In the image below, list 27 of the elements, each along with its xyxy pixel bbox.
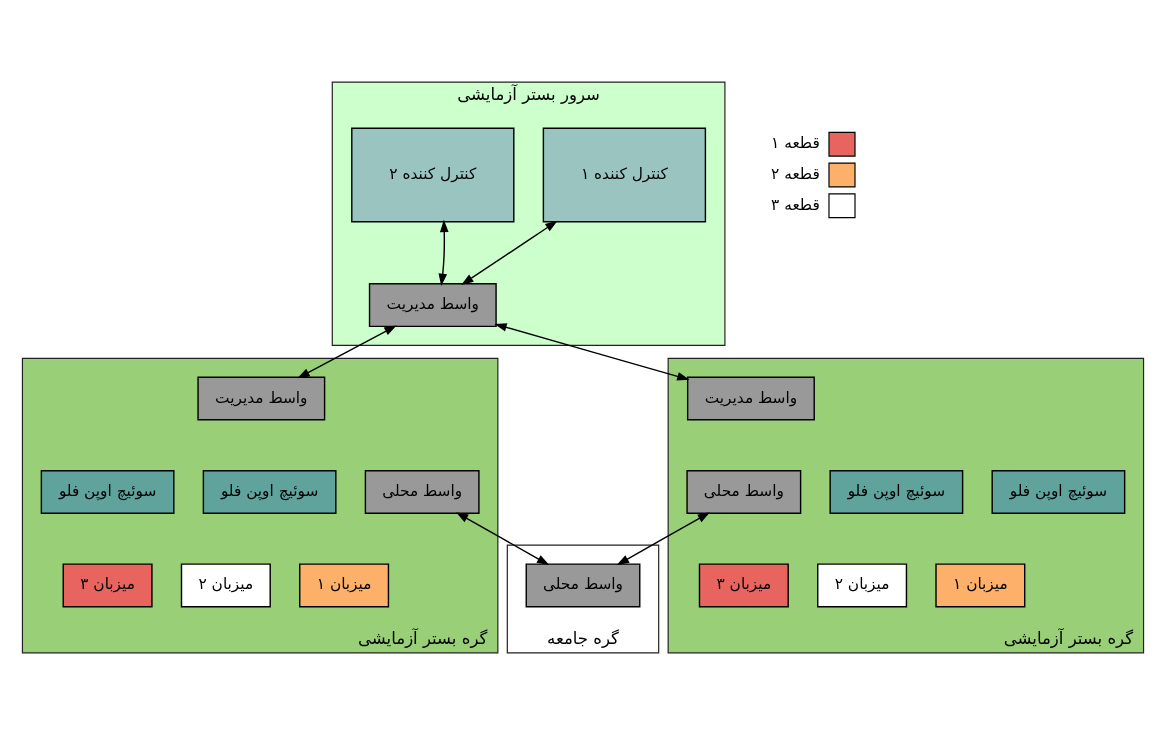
legend-label: قطعه ۳ bbox=[771, 195, 820, 214]
node-box: سوئیچ اوپن فلو bbox=[829, 469, 964, 514]
node-box: واسط مدیریت bbox=[686, 376, 815, 421]
node-box: میزبان ۲ bbox=[817, 563, 908, 608]
legend-label: قطعه ۱ bbox=[771, 134, 820, 153]
legend-label: قطعه ۲ bbox=[771, 165, 820, 184]
arrow bbox=[494, 323, 690, 381]
node-box: میزبان ۱ bbox=[299, 563, 390, 608]
node-box: واسط مدیریت bbox=[368, 283, 497, 328]
node-box: کنترل کننده ۱ bbox=[542, 127, 707, 223]
node-box: کنترل کننده ۲ bbox=[351, 127, 515, 223]
node-box: واسط محلی bbox=[686, 469, 802, 514]
node-box: واسط محلی bbox=[525, 563, 641, 608]
node-box: میزبان ۱ bbox=[935, 563, 1026, 608]
arrow bbox=[616, 512, 710, 566]
node-box: میزبان ۲ bbox=[180, 563, 271, 608]
node-box: میزبان ۳ bbox=[62, 563, 153, 608]
arrow bbox=[456, 512, 550, 566]
node-box: سوئیچ اوپن فلو bbox=[40, 469, 175, 514]
node-box: واسط محلی bbox=[364, 469, 480, 514]
node-box: واسط مدیریت bbox=[197, 376, 326, 421]
node-box: سوئیچ اوپن فلو bbox=[991, 469, 1126, 514]
arrow bbox=[297, 325, 397, 379]
arrow bbox=[461, 220, 558, 285]
node-box: میزبان ۳ bbox=[698, 563, 789, 608]
arrow bbox=[438, 219, 449, 286]
node-box: سوئیچ اوپن فلو bbox=[202, 469, 337, 514]
